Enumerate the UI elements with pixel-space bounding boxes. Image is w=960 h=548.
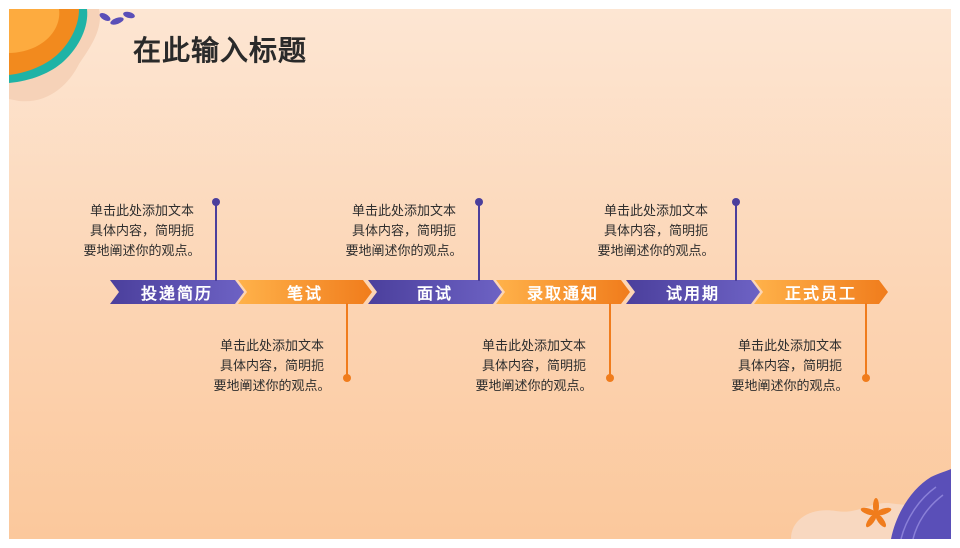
step-probation: 试用期 bbox=[626, 280, 760, 304]
note-line: 要地阐述你的观点。 bbox=[731, 379, 849, 394]
connector-line bbox=[735, 203, 737, 281]
step-note: 单击此处添加文本 具体内容，简明扼 要地阐述你的观点。 bbox=[329, 202, 479, 262]
note-line: 具体内容，简明扼 bbox=[351, 224, 456, 239]
top-left-decoration bbox=[9, 9, 135, 102]
note-line: 要地阐述你的观点。 bbox=[83, 244, 201, 259]
connector-dot bbox=[732, 198, 740, 206]
step-interview: 面试 bbox=[368, 280, 502, 304]
step-note: 单击此处添加文本 具体内容，简明扼 要地阐述你的观点。 bbox=[197, 337, 347, 397]
connector-line bbox=[215, 203, 217, 281]
note-line: 单击此处添加文本 bbox=[89, 204, 194, 219]
step-resume: 投递简历 bbox=[110, 280, 244, 304]
connector-dot bbox=[606, 374, 614, 382]
note-line: 要地阐述你的观点。 bbox=[475, 379, 593, 394]
note-line: 要地阐述你的观点。 bbox=[597, 244, 715, 259]
page-title: 在此输入标题 bbox=[133, 34, 308, 67]
note-line: 具体内容，简明扼 bbox=[481, 359, 586, 374]
connector-dot bbox=[862, 374, 870, 382]
step-note: 单击此处添加文本 具体内容，简明扼 要地阐述你的观点。 bbox=[581, 202, 731, 262]
step-written-test: 笔试 bbox=[238, 280, 372, 304]
slide: 在此输入标题 投递简历 笔试 面试 录取通知 试用期 正式员工 单击此处添加文本… bbox=[9, 9, 951, 539]
note-line: 单击此处添加文本 bbox=[737, 339, 842, 354]
note-line: 单击此处添加文本 bbox=[481, 339, 586, 354]
connector-line bbox=[865, 303, 867, 378]
connector-dot bbox=[343, 374, 351, 382]
note-line: 具体内容，简明扼 bbox=[219, 359, 324, 374]
note-line: 具体内容，简明扼 bbox=[737, 359, 842, 374]
connector-line bbox=[346, 303, 348, 378]
connector-line bbox=[478, 203, 480, 281]
note-line: 单击此处添加文本 bbox=[219, 339, 324, 354]
step-regular-employee: 正式员工 bbox=[754, 280, 888, 304]
note-line: 要地阐述你的观点。 bbox=[213, 379, 331, 394]
step-note: 单击此处添加文本 具体内容，简明扼 要地阐述你的观点。 bbox=[67, 202, 217, 262]
step-note: 单击此处添加文本 具体内容，简明扼 要地阐述你的观点。 bbox=[459, 337, 609, 397]
bottom-right-decoration bbox=[791, 469, 951, 539]
step-offer: 录取通知 bbox=[496, 280, 630, 304]
note-line: 要地阐述你的观点。 bbox=[345, 244, 463, 259]
note-line: 具体内容，简明扼 bbox=[89, 224, 194, 239]
connector-dot bbox=[212, 198, 220, 206]
step-note: 单击此处添加文本 具体内容，简明扼 要地阐述你的观点。 bbox=[715, 337, 865, 397]
note-line: 单击此处添加文本 bbox=[603, 204, 708, 219]
connector-line bbox=[609, 303, 611, 378]
note-line: 单击此处添加文本 bbox=[351, 204, 456, 219]
connector-dot bbox=[475, 198, 483, 206]
note-line: 具体内容，简明扼 bbox=[603, 224, 708, 239]
